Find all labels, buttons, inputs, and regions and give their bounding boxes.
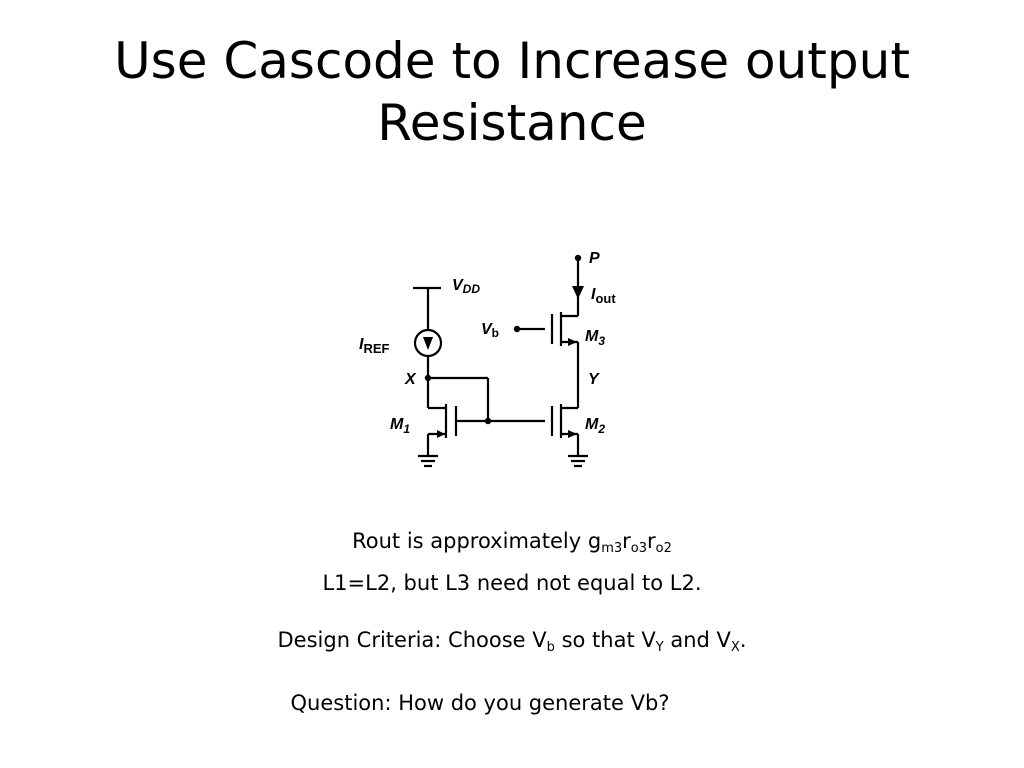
label-m1: M1 bbox=[390, 416, 410, 436]
cascode-circuit-diagram: VDD P Iout Vb M3 IREF X Y M1 M2 bbox=[359, 250, 616, 468]
label-y: Y bbox=[588, 371, 600, 388]
slide-title-line-1: Use Cascode to Increase output bbox=[114, 32, 910, 90]
label-x: X bbox=[404, 371, 417, 388]
label-vb: Vb bbox=[481, 321, 499, 340]
note-question: Question: How do you generate Vb? bbox=[290, 691, 670, 715]
note-design-criteria: Design Criteria: Choose Vb so that VY an… bbox=[277, 628, 747, 655]
note-lengths: L1=L2, but L3 need not equal to L2. bbox=[322, 571, 702, 595]
label-vdd: VDD bbox=[452, 277, 480, 296]
slide-title: Use Cascode to Increase output Resistanc… bbox=[0, 30, 1024, 154]
slide-title-line-2: Resistance bbox=[377, 94, 647, 152]
label-p: P bbox=[589, 250, 600, 267]
label-iout: Iout bbox=[591, 286, 616, 306]
note-rout: Rout is approximately gm3ro3ro2 bbox=[352, 529, 672, 556]
label-m2: M2 bbox=[585, 416, 605, 436]
circuit-nodes-and-arrows bbox=[423, 254, 584, 438]
label-iref: IREF bbox=[359, 336, 390, 356]
label-m3: M3 bbox=[585, 328, 605, 348]
